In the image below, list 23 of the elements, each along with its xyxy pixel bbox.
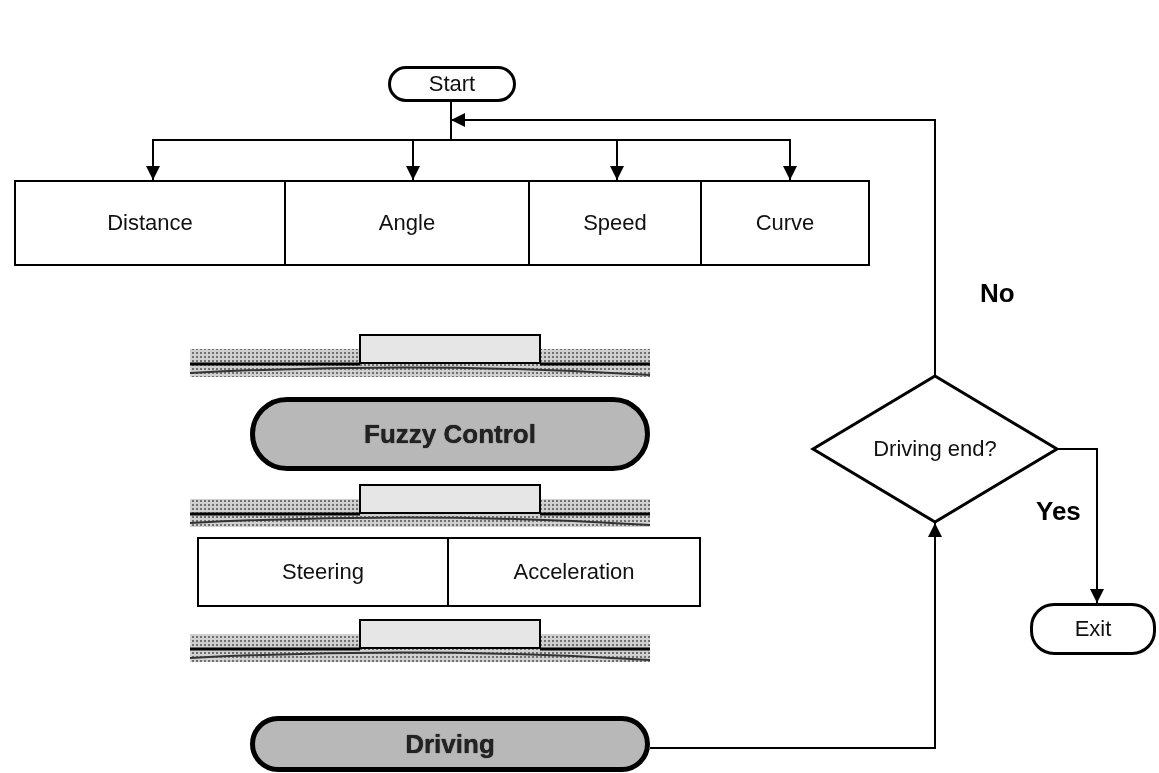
node-text: Distance [107,210,193,236]
node-text: Exit [1074,616,1112,642]
process-box [447,537,701,607]
node-text: Driving [405,728,495,760]
node-text: Speed [583,210,647,236]
arrow [649,522,942,749]
process-box [14,180,286,266]
node-text: Angle [378,210,436,236]
node-text: Curve [755,210,815,236]
node-text: Fuzzy Control [364,418,536,450]
terminal-box [388,66,516,102]
node-text: Acceleration [513,559,635,585]
node-text: Steering [282,559,364,585]
arrow [1057,448,1104,604]
arrow [450,113,936,376]
process-box [284,180,530,266]
process-box [700,180,870,266]
process-box [197,537,449,607]
process-pill [250,716,650,772]
node-text: Start [428,71,476,97]
process-box [528,180,702,266]
terminal-box [1030,603,1156,655]
node-text: Driving end? [873,436,997,462]
